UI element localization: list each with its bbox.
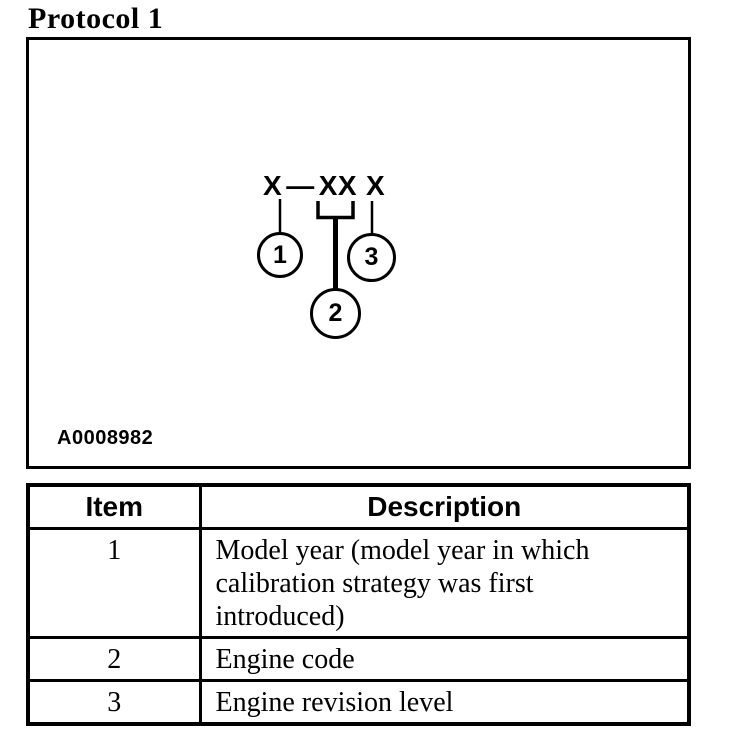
callout-3-badge: 3 bbox=[347, 233, 396, 282]
figure-id-label: A0008982 bbox=[57, 427, 154, 449]
callout-1-badge: 1 bbox=[257, 232, 303, 278]
description-cell: Engine code bbox=[198, 636, 691, 682]
code-part-revision: X bbox=[366, 170, 386, 201]
item-column-header: Item bbox=[26, 483, 202, 530]
code-part-engine-code: XX bbox=[318, 170, 358, 201]
callout-1-number: 1 bbox=[273, 240, 287, 269]
description-cell: Engine revision level bbox=[198, 679, 691, 726]
callout-2-badge: 2 bbox=[310, 288, 361, 339]
code-part-model-year: X bbox=[263, 170, 283, 201]
item-cell: 1 bbox=[26, 527, 202, 639]
callout-2-number: 2 bbox=[328, 299, 343, 327]
table-row: 1 Model year (model year in which calibr… bbox=[26, 527, 691, 639]
item-description-table: Item Description 1 Model year (model yea… bbox=[26, 483, 691, 726]
table-row: 2 Engine code bbox=[26, 636, 691, 682]
description-cell: Model year (model year in which calibrat… bbox=[198, 527, 691, 639]
calibration-code: X — XX X bbox=[263, 170, 386, 201]
callout-3-number: 3 bbox=[364, 243, 379, 271]
item-cell: 2 bbox=[26, 636, 202, 682]
page-title: Protocol 1 bbox=[28, 2, 164, 35]
table-row: 3 Engine revision level bbox=[26, 679, 691, 726]
description-column-header: Description bbox=[198, 483, 691, 530]
table-header-row: Item Description bbox=[26, 483, 691, 530]
code-part-dash: — bbox=[286, 170, 315, 201]
item-cell: 3 bbox=[26, 679, 202, 726]
